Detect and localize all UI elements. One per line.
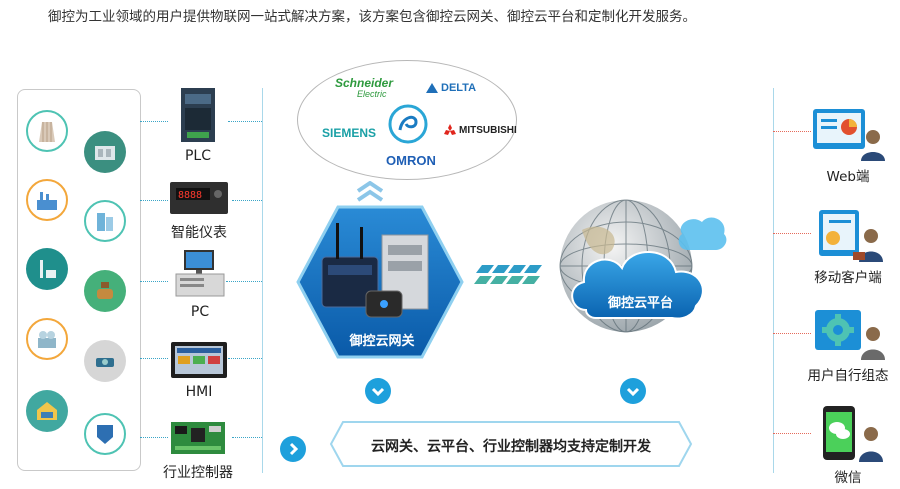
- controller-board-icon: [171, 422, 225, 454]
- device-label-pc: PC: [190, 304, 210, 320]
- valve-icon: [84, 270, 126, 312]
- device-label-meter: 智能仪表: [171, 225, 227, 241]
- factory-icon: [26, 179, 68, 221]
- building-icon: [84, 200, 126, 242]
- device-plc: PLC: [170, 86, 226, 164]
- brand-mitsubishi: MITSUBISHI: [443, 124, 517, 137]
- connector-plc-right: [228, 121, 262, 122]
- cooling-tower-icon: [26, 110, 68, 152]
- user-label-wechat: 微信: [834, 470, 862, 486]
- yukong-logo-icon: [388, 104, 428, 144]
- device-label-hmi: HMI: [185, 384, 213, 400]
- smart-meter-icon: 8888: [170, 182, 228, 214]
- industry-panel: [17, 89, 141, 471]
- device-label-plc: PLC: [184, 148, 212, 164]
- brand-omron: OMRON: [386, 153, 436, 168]
- brand-delta: DELTA: [425, 82, 476, 94]
- device-label-controller: 行业控制器: [163, 465, 233, 481]
- device-controller: 行业控制器: [158, 418, 238, 482]
- brand-schneider-line1: Schneider: [335, 76, 394, 90]
- chevron-up-icon: [356, 181, 384, 202]
- brand-mitsubishi-text: MITSUBISHI: [459, 125, 517, 136]
- connector-hmi: [140, 358, 168, 359]
- delta-logo-icon: [426, 83, 438, 93]
- gateway-hexagon: [296, 205, 464, 359]
- brand-siemens: SIEMENS: [322, 126, 377, 140]
- arrow-right-icon: [280, 436, 306, 462]
- pc-icon: [175, 250, 225, 297]
- brand-schneider-line2: Electric: [357, 89, 387, 99]
- connector-plc: [140, 121, 168, 122]
- wechat-icon: [823, 406, 883, 462]
- connector-mobile: [773, 233, 811, 234]
- device-pc: PC: [172, 248, 228, 320]
- mitsubishi-logo-icon: [444, 124, 456, 135]
- device-smart-meter: 8888 智能仪表: [164, 178, 234, 242]
- data-flow-arrow-icon: [474, 265, 542, 284]
- intro-text: 御控为工业领域的用户提供物联网一站式解决方案，该方案包含御控云网关、御控云平台和…: [48, 9, 696, 25]
- plc-icon: [181, 88, 215, 142]
- user-label-web: Web端: [826, 169, 870, 185]
- divider-right: [773, 88, 774, 473]
- user-wechat: 微信: [808, 404, 888, 486]
- connector-wechat: [773, 433, 811, 434]
- treatment-plant-icon: [26, 318, 68, 360]
- pump-icon: [84, 340, 126, 382]
- gateway-label: 御控云网关: [349, 334, 415, 349]
- brand-delta-text: DELTA: [441, 82, 477, 94]
- arrow-down-icon: [365, 378, 391, 404]
- cabinet-icon: [84, 131, 126, 173]
- connector-controller-right: [232, 437, 262, 438]
- connector-controller: [140, 437, 168, 438]
- custom-dev-banner: [329, 421, 693, 467]
- dust-filter-icon: [84, 413, 126, 455]
- user-label-config: 用户自行组态: [807, 368, 889, 384]
- divider-left: [262, 88, 263, 473]
- user-label-mobile: 移动客户端: [814, 270, 882, 286]
- connector-config: [773, 333, 811, 334]
- connector-pc: [140, 281, 168, 282]
- cloud-label: 御控云平台: [608, 296, 674, 311]
- user-web: Web端: [808, 107, 888, 185]
- garage-icon: [26, 390, 68, 432]
- chimney-icon: [26, 248, 68, 290]
- gear-config-icon: [815, 310, 885, 360]
- web-dashboard-icon: [813, 109, 885, 161]
- user-mobile: 移动客户端: [806, 208, 890, 286]
- brand-schneider: Schneider Electric: [335, 76, 394, 100]
- connector-web: [773, 131, 811, 132]
- svg-text:8888: 8888: [178, 190, 202, 201]
- connector-meter-right: [232, 200, 262, 201]
- mobile-client-icon: [819, 210, 883, 262]
- hmi-icon: [171, 342, 227, 378]
- device-hmi: HMI: [168, 340, 230, 400]
- connector-hmi-right: [228, 358, 262, 359]
- cloud-platform-globe: [559, 199, 727, 333]
- banner-text: 云网关、云平台、行业控制器均支持定制开发: [371, 439, 651, 455]
- arrow-down-icon: [620, 378, 646, 404]
- connector-pc-right: [226, 281, 262, 282]
- connector-meter: [140, 200, 168, 201]
- user-self-config: 用户自行组态: [800, 306, 896, 384]
